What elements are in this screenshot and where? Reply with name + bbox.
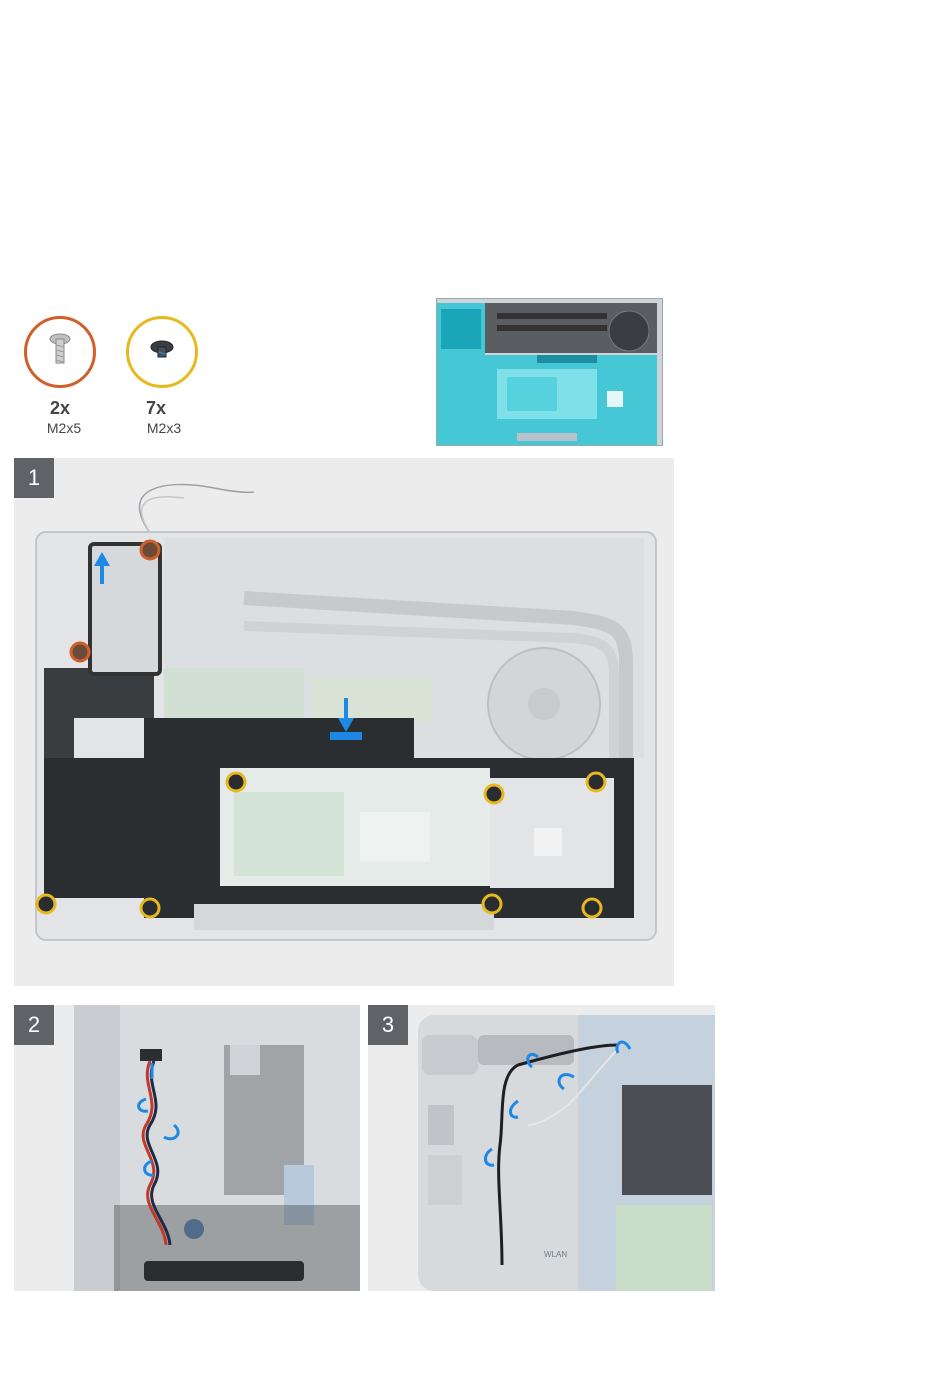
step-3-illustration: WLAN	[368, 1005, 715, 1291]
screw-m2x5-count: 2x	[20, 398, 100, 419]
step-2-panel: 2	[14, 1005, 360, 1291]
screw-m2x3-count: 7x	[116, 398, 196, 419]
step-3-panel: WLAN 3	[368, 1005, 715, 1291]
overview-thumbnail	[436, 298, 663, 446]
overview-image	[437, 299, 662, 445]
screw-m2x5-icon	[27, 319, 93, 385]
screw-m2x3-type: M2x3	[124, 420, 204, 436]
screw-m2x3-circle	[126, 316, 198, 388]
step-3-badge: 3	[368, 1005, 408, 1045]
step-1-badge: 1	[14, 458, 54, 498]
screw-m2x5-circle	[24, 316, 96, 388]
step-2-badge: 2	[14, 1005, 54, 1045]
step-1-panel: 1	[14, 458, 674, 986]
screw-m2x5-type: M2x5	[24, 420, 104, 436]
wlan-label: WLAN	[544, 1250, 567, 1259]
screw-m2x3-icon	[129, 319, 195, 385]
step-1-illustration	[14, 458, 674, 986]
step-2-illustration	[14, 1005, 360, 1291]
